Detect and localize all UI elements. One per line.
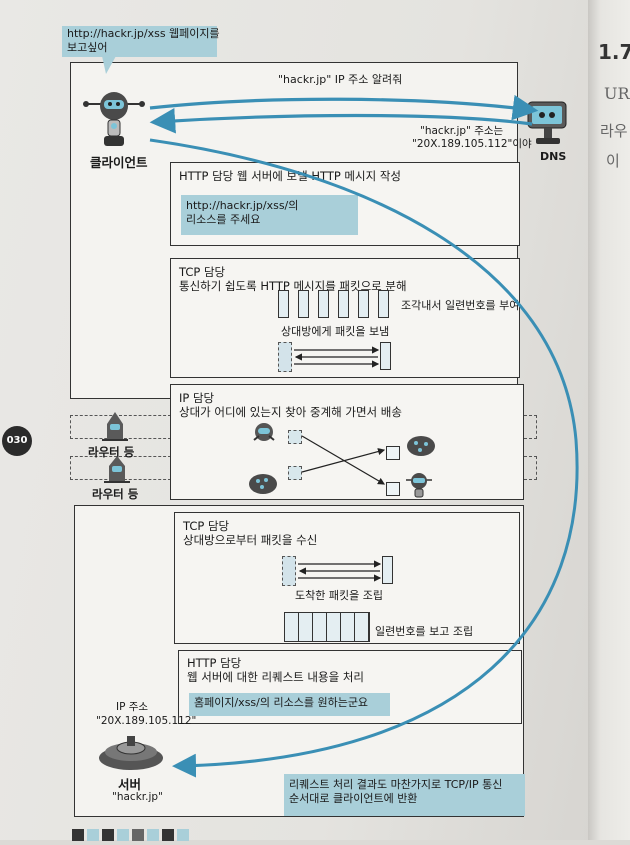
decorative-strip — [72, 826, 192, 845]
packet-3 — [318, 290, 329, 318]
page-number: 030 — [2, 426, 32, 456]
dns-request-text: "hackr.jp" IP 주소 알려줘 — [278, 73, 403, 86]
http-send-panel: HTTP 담당 웹 서버에 보낼 HTTP 메시지 작성 http://hack… — [170, 162, 520, 246]
bug-icon — [407, 436, 435, 456]
server-icon — [99, 736, 163, 770]
packet-1 — [278, 290, 289, 318]
bubble-tail — [102, 56, 116, 74]
recv-packet-left — [282, 556, 296, 586]
response-bubble-line1: 리퀘스트 처리 결과도 마찬가지로 TCP/IP 통신 — [289, 778, 503, 791]
packet-5 — [358, 290, 369, 318]
packet-4 — [338, 290, 349, 318]
tcp-recv-desc: 상대방으로부터 패킷을 수신 — [183, 533, 318, 547]
http-send-title: HTTP 담당 웹 서버에 보낼 HTTP 메시지 작성 — [179, 169, 401, 183]
tcp-send-panel: TCP 담당 통신하기 쉽도록 HTTP 메시지를 패킷으로 분해 조각내서 일… — [170, 258, 520, 378]
tcp-recv-note-assemble: 도착한 패킷을 조립 — [295, 589, 383, 602]
http-send-message-line2: 리소스를 주세요 — [186, 213, 261, 226]
tcp-send-note-split: 조각내서 일련번호를 부여 — [401, 299, 520, 312]
assembled-packets — [284, 612, 370, 642]
robot-icon — [406, 473, 432, 498]
right-page-heading: 1.7 — [598, 40, 630, 64]
bug-icon — [249, 474, 277, 494]
ip-title: IP 담당 — [179, 391, 215, 405]
tcp-recv-title: TCP 담당 — [183, 519, 230, 533]
response-bubble-line2: 순서대로 클라이언트에 반환 — [289, 792, 418, 805]
right-page-text-2: 라우 — [600, 122, 628, 140]
send-transfer-arrows — [294, 346, 380, 368]
http-recv-desc: 웹 서버에 대한 리퀘스트 내용을 처리 — [187, 670, 364, 684]
right-page-text-1: UR — [604, 84, 630, 103]
http-recv-panel: HTTP 담당 웹 서버에 대한 리퀘스트 내용을 처리 홈페이지/xss/의 … — [178, 650, 522, 724]
ip-packet — [288, 466, 302, 480]
dns-server-icon — [527, 101, 567, 144]
request-bubble-line1: http://hackr.jp/xss 웹페이지를 — [67, 27, 220, 40]
http-recv-message-text: 홈페이지/xss/의 리소스를 원하는군요 — [194, 696, 369, 709]
right-page-text-3: 이 — [606, 152, 620, 170]
http-recv-title: HTTP 담당 — [187, 656, 242, 670]
dns-reply-line1: "hackr.jp" 주소는 — [420, 125, 504, 137]
send-packet-right — [380, 342, 391, 370]
ip-packet — [386, 446, 400, 460]
packet-6 — [378, 290, 389, 318]
http-send-message: http://hackr.jp/xss/의 리소스를 주세요 — [181, 195, 358, 235]
router-label-1: 라우터 등 — [88, 445, 135, 459]
router-icon — [104, 456, 130, 483]
ip-route-arrows — [301, 435, 386, 485]
response-bubble: 리퀘스트 처리 결과도 마찬가지로 TCP/IP 통신 순서대로 클라이언트에 … — [284, 774, 525, 816]
tcp-send-title: TCP 담당 — [179, 265, 226, 279]
http-recv-message: 홈페이지/xss/의 리소스를 원하는군요 — [189, 693, 390, 716]
recv-packet-right — [382, 556, 393, 584]
server-label: 서버 — [118, 777, 142, 792]
tcp-recv-note-order: 일련번호를 보고 조립 — [375, 625, 474, 638]
server-ip-label: IP 주소 — [116, 701, 149, 713]
tcp-send-desc: 통신하기 쉽도록 HTTP 메시지를 패킷으로 분해 — [179, 279, 407, 293]
request-bubble-line2: 보고싶어 — [67, 41, 108, 54]
server-ip-value: "20X.189.105.112" — [96, 715, 197, 727]
robot-icon — [83, 92, 145, 146]
bug-icon — [253, 423, 275, 441]
http-send-message-line1: http://hackr.jp/xss/의 — [186, 199, 299, 212]
dns-label: DNS — [540, 150, 567, 163]
dns-reply-line2: "20X.189.105.112"이야 — [412, 138, 532, 150]
ip-desc: 상대가 어디에 있는지 찾아 중계해 가면서 배송 — [179, 405, 402, 419]
recv-transfer-arrows — [298, 560, 382, 582]
request-bubble: http://hackr.jp/xss 웹페이지를 보고싶어 — [62, 26, 220, 57]
packet-2 — [298, 290, 309, 318]
ip-packet — [386, 482, 400, 496]
router-pipe-right-1 — [524, 415, 537, 439]
server-host: "hackr.jp" — [112, 791, 163, 803]
ip-packet — [288, 430, 302, 444]
send-packet-left — [278, 342, 292, 372]
ip-panel: IP 담당 상대가 어디에 있는지 찾아 중계해 가면서 배송 — [170, 384, 524, 500]
router-pipe-right-2 — [524, 456, 537, 480]
router-label-2: 라우터 등 — [92, 487, 139, 501]
client-label: 클라이언트 — [90, 155, 148, 170]
facing-page — [588, 0, 630, 840]
tcp-send-note-send: 상대방에게 패킷을 보냄 — [281, 325, 390, 338]
router-icon — [102, 412, 128, 441]
